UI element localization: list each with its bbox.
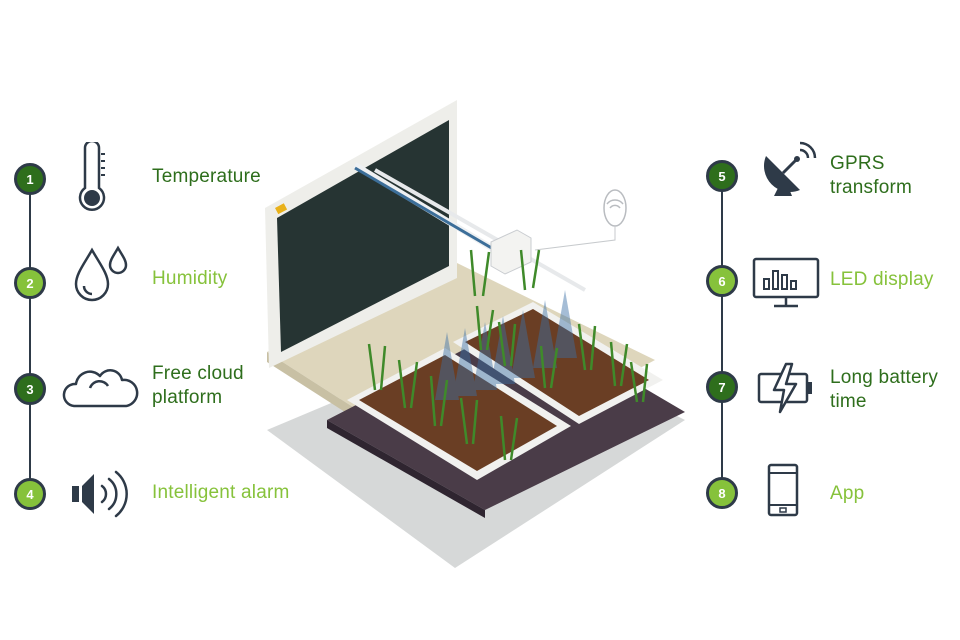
battery-charging-icon (757, 362, 812, 414)
feature-label-battery-time: Long battery time (830, 367, 939, 412)
feature-label-temperature: Temperature (152, 166, 261, 187)
step-7-badge: 7 (706, 371, 738, 403)
greenhouse-illustration (265, 100, 685, 568)
step-8-badge: 8 (706, 477, 738, 509)
step-4-badge: 4 (14, 478, 46, 510)
cloud-icon (62, 369, 139, 408)
dark-panel (277, 120, 449, 352)
satellite-dish-icon (764, 141, 817, 196)
water-drops-icon (74, 245, 128, 302)
smartphone-icon (767, 463, 799, 517)
feature-label-gprs-transform: GPRS transform (830, 153, 913, 198)
speaker-icon (72, 470, 128, 518)
step-2-badge: 2 (14, 267, 46, 299)
feature-label-app: App (830, 483, 865, 504)
feature-label-humidity: Humidity (152, 268, 228, 289)
thermometer-icon (78, 142, 106, 211)
step-3-badge: 3 (14, 373, 46, 405)
step-5-badge: 5 (706, 160, 738, 192)
monitor-chart-icon (752, 257, 820, 308)
step-1-badge: 1 (14, 163, 46, 195)
feature-label-cloud-platform: Free cloud platform (152, 363, 244, 408)
feature-label-intelligent-alarm: Intelligent alarm (152, 482, 290, 503)
left-timeline-line (29, 180, 31, 494)
controller-box (490, 229, 532, 275)
feature-label-led-display: LED display (830, 269, 934, 290)
wifi-sensor (603, 189, 627, 227)
right-timeline-line (721, 176, 723, 494)
step-6-badge: 6 (706, 265, 738, 297)
